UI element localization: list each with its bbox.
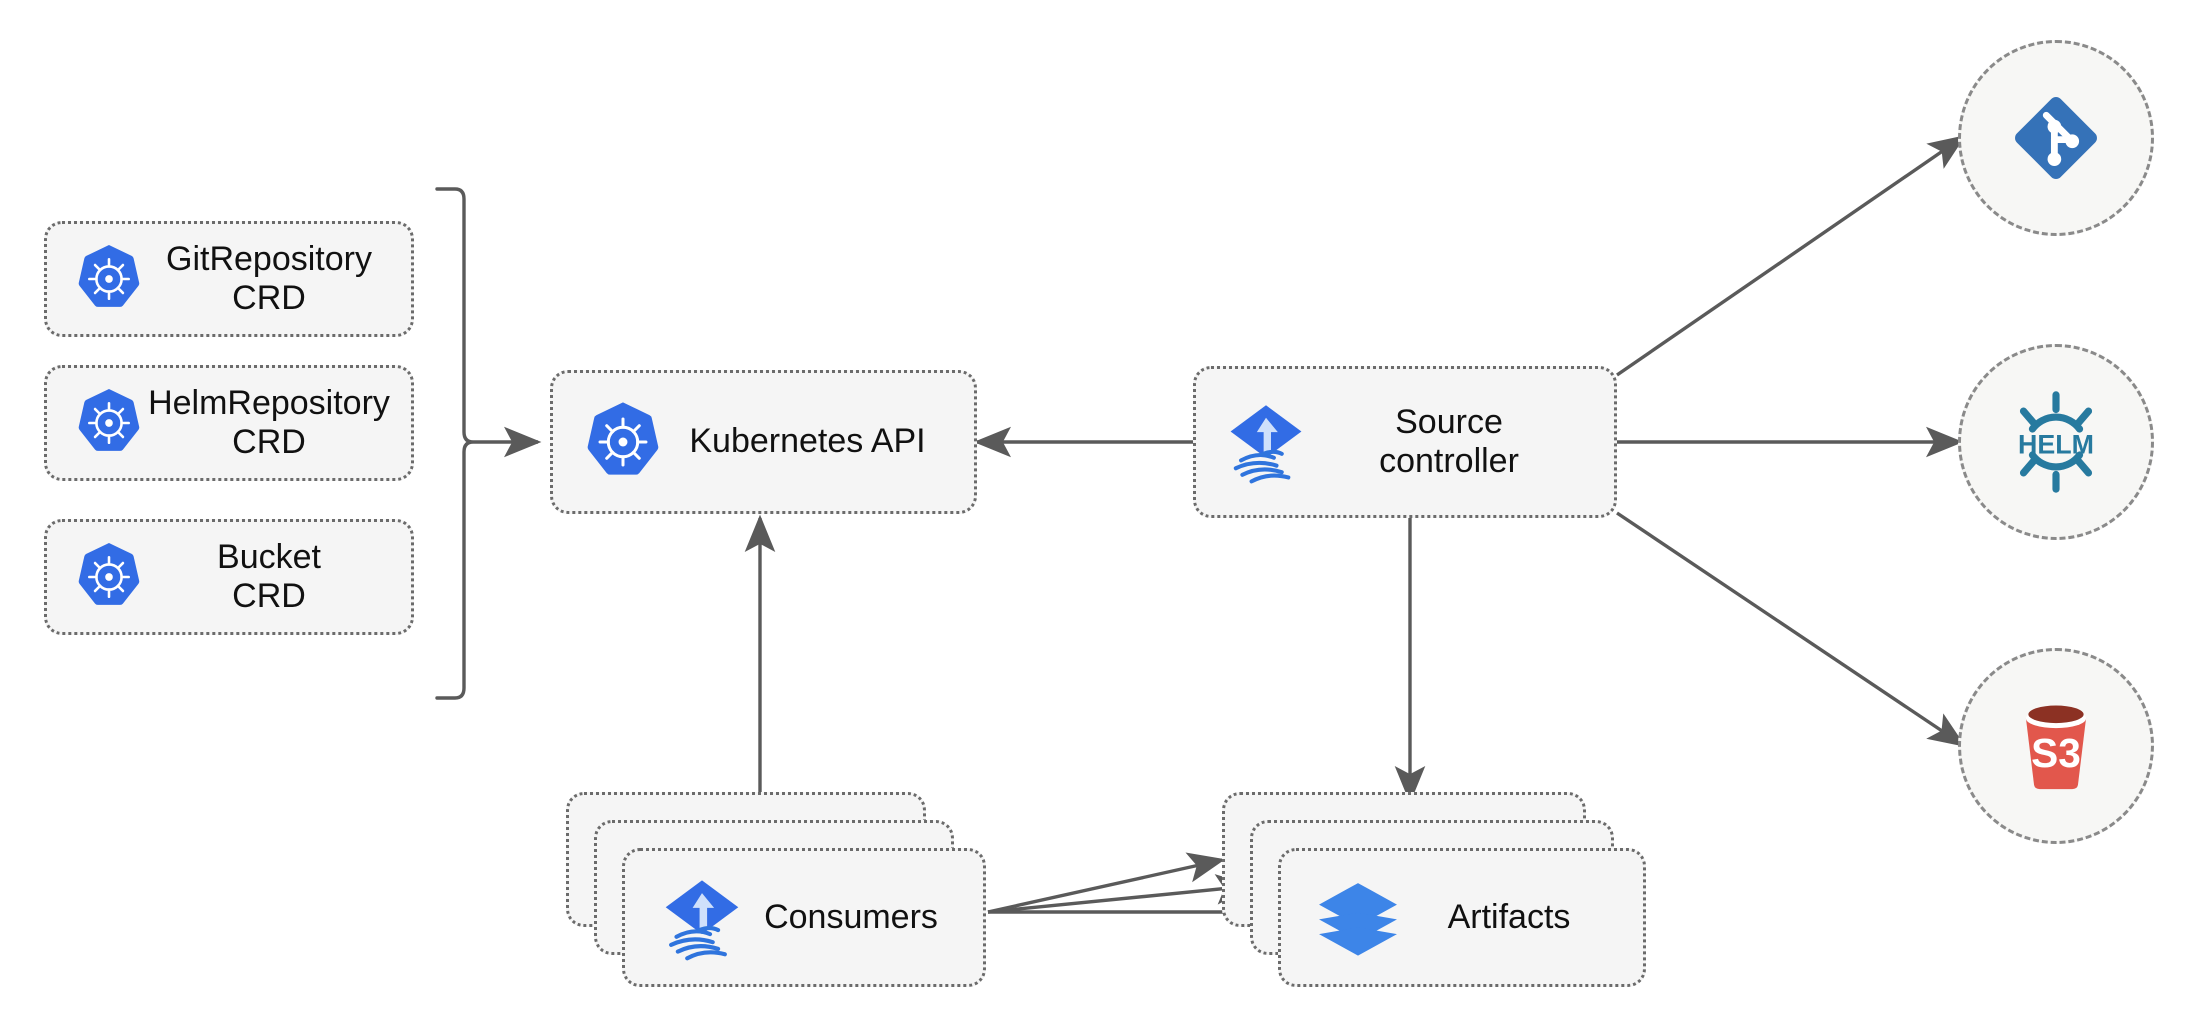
crd-box-helmrepository[interactable]: HelmRepository CRD (44, 365, 414, 481)
kubernetes-icon (587, 402, 659, 475)
crd-label: GitRepository CRD (166, 239, 372, 317)
node-kubernetes-api[interactable]: Kubernetes API (550, 370, 977, 514)
node-label: Consumers (764, 898, 938, 936)
node-label: Source controller (1379, 402, 1519, 480)
node-artifacts-stack[interactable]: Artifacts (1222, 792, 1646, 987)
kubernetes-icon (78, 389, 140, 451)
layers-icon (1319, 882, 1397, 956)
kubernetes-icon (78, 245, 140, 307)
node-label: Kubernetes API (689, 422, 926, 461)
target-circle-git[interactable] (1958, 40, 2154, 236)
flux-icon (665, 879, 739, 960)
helm-label: HELM (2018, 429, 2094, 459)
s3-icon: S3 (2025, 705, 2087, 790)
helm-icon: HELM (2018, 391, 2094, 493)
s3-label: S3 (2031, 730, 2081, 776)
edge-consumers-to-artifacts-1 (987, 852, 1226, 914)
node-label: Artifacts (1447, 898, 1571, 936)
crd-label: HelmRepository CRD (148, 383, 390, 461)
node-source-controller[interactable]: Source controller (1193, 366, 1617, 518)
flux-icon (1230, 405, 1302, 484)
crd-group-brace (435, 187, 474, 700)
node-consumers[interactable]: Consumers (622, 848, 986, 987)
edge-source-to-s3 (1616, 511, 1966, 747)
node-consumers-stack[interactable]: Consumers (566, 792, 986, 987)
kubernetes-icon (78, 543, 140, 605)
edge-consumers-to-artifacts-2 (987, 874, 1254, 914)
edge-source-to-git (1616, 135, 1966, 377)
crd-box-bucket[interactable]: Bucket CRD (44, 519, 414, 635)
target-circle-s3[interactable]: S3 (1958, 648, 2154, 844)
crd-box-gitrepository[interactable]: GitRepository CRD (44, 221, 414, 337)
git-icon (2015, 97, 2097, 179)
target-circle-helm[interactable]: HELM (1958, 344, 2154, 540)
crd-label: Bucket CRD (217, 537, 321, 615)
node-artifacts[interactable]: Artifacts (1278, 848, 1646, 987)
